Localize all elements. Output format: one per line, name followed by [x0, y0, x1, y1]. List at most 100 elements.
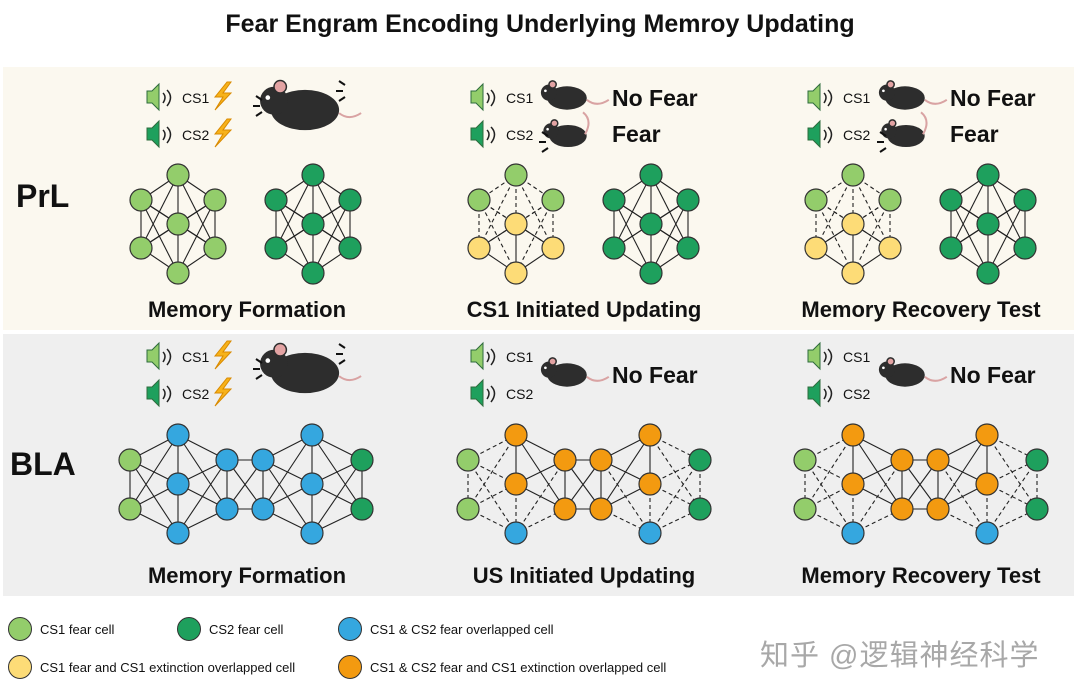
shake-marks-icon	[253, 358, 263, 380]
neuron-node	[166, 472, 190, 496]
neuron-node	[301, 212, 325, 236]
connection-line	[986, 434, 1038, 510]
mouse-head-icon	[260, 349, 288, 378]
cs1-label: CS1	[182, 349, 210, 365]
mouse-ear-icon	[886, 357, 895, 366]
speaker-icon	[146, 82, 160, 112]
neuron-node	[976, 163, 1000, 187]
neuron-node	[878, 188, 902, 212]
mouse-tail-icon	[920, 111, 928, 135]
neuron-node	[793, 448, 817, 472]
neuron-node	[890, 497, 914, 521]
connection-line	[600, 434, 651, 510]
cs1-label: CS1	[843, 90, 871, 106]
region-label-prl: PrL	[16, 178, 70, 214]
mouse-icon	[270, 352, 340, 394]
cs2-label: CS2	[182, 386, 210, 402]
region-label-bla: BLA	[10, 446, 76, 482]
neuron-node	[301, 163, 325, 187]
mouse-eye-icon	[265, 358, 271, 363]
shake-marks-icon	[539, 131, 549, 153]
mouse-ear-icon	[886, 80, 895, 89]
neuron-node	[878, 236, 902, 260]
neuron-node	[804, 236, 828, 260]
mouse-ear-icon	[548, 80, 557, 89]
neuron-node	[804, 188, 828, 212]
neuron-node	[976, 261, 1000, 285]
neuron-node	[166, 212, 190, 236]
neuron-node	[939, 236, 963, 260]
sound-wave-icon	[490, 348, 496, 366]
legend-swatch-overlap	[338, 617, 362, 641]
legend-label-extinction: CS1 fear and CS1 extinction overlapped c…	[40, 660, 296, 675]
mouse-tail-icon	[586, 375, 610, 382]
neuron-node	[456, 497, 480, 521]
neuron-node	[793, 497, 817, 521]
sound-wave-icon	[490, 89, 496, 107]
lightning-icon	[213, 118, 233, 148]
neuron-node	[467, 236, 491, 260]
neuron-node	[553, 448, 577, 472]
neuron-node	[890, 448, 914, 472]
mouse-icon	[547, 86, 587, 110]
neuron-node	[1013, 236, 1037, 260]
neuron-node	[504, 163, 528, 187]
shake-marks-icon	[336, 80, 346, 102]
neuron-node	[553, 497, 577, 521]
connection-line	[937, 434, 988, 510]
neuron-node	[338, 188, 362, 212]
neuron-node	[166, 521, 190, 545]
mouse-eye-icon	[882, 89, 885, 93]
neuron-node	[926, 497, 950, 521]
mouse-tail-icon	[338, 375, 362, 382]
connection-line	[262, 434, 313, 510]
neuron-node	[688, 448, 712, 472]
mouse-icon	[885, 363, 925, 387]
cs1-label: CS1	[182, 90, 210, 106]
sound-wave-icon	[486, 92, 490, 104]
neuron-node	[602, 188, 626, 212]
cs2-label: CS2	[843, 386, 871, 402]
neuron-node	[264, 236, 288, 260]
neuron-node	[639, 212, 663, 236]
shake-marks-icon	[253, 95, 263, 117]
speaker-icon	[146, 378, 160, 408]
mouse-ear-icon	[273, 79, 288, 94]
connection-line	[467, 434, 517, 510]
neuron-node	[638, 472, 662, 496]
mouse-icon	[270, 89, 340, 131]
lightning-icon	[213, 377, 233, 407]
connection-line	[311, 459, 363, 534]
mouse-eye-icon	[544, 366, 547, 370]
connection-line	[986, 459, 1038, 534]
neuron-node	[350, 448, 374, 472]
caption-bla-recovery: Memory Recovery Test	[801, 563, 1041, 588]
figure-title: Fear Engram Encoding Underlying Memroy U…	[225, 10, 855, 38]
caption-bla-formation: Memory Formation	[147, 563, 347, 588]
neuron-node	[264, 188, 288, 212]
caption-prl-updating: CS1 Initiated Updating	[466, 297, 702, 322]
cs2-label: CS2	[506, 127, 534, 143]
sound-wave-icon	[827, 89, 833, 107]
legend-swatch-all-overlap	[338, 655, 362, 679]
connection-line	[649, 459, 701, 534]
mouse-eye-icon	[882, 366, 885, 370]
sound-wave-icon	[486, 351, 490, 363]
neuron-node	[118, 497, 142, 521]
lightning-icon	[213, 81, 233, 111]
mouse-tail-icon	[586, 98, 610, 105]
neuron-node	[1013, 188, 1037, 212]
neuron-node	[589, 448, 613, 472]
legend-label-cs2: CS2 fear cell	[209, 622, 284, 637]
neuron-node	[129, 236, 153, 260]
sound-wave-icon	[162, 388, 166, 400]
sound-wave-icon	[166, 348, 172, 366]
neuron-node	[638, 423, 662, 447]
mouse-icon	[887, 124, 925, 148]
neuron-node	[638, 521, 662, 545]
cs1-label: CS1	[843, 349, 871, 365]
sound-wave-icon	[827, 385, 833, 403]
speaker-icon	[146, 119, 160, 149]
connection-line	[467, 459, 517, 534]
neuron-node	[676, 188, 700, 212]
